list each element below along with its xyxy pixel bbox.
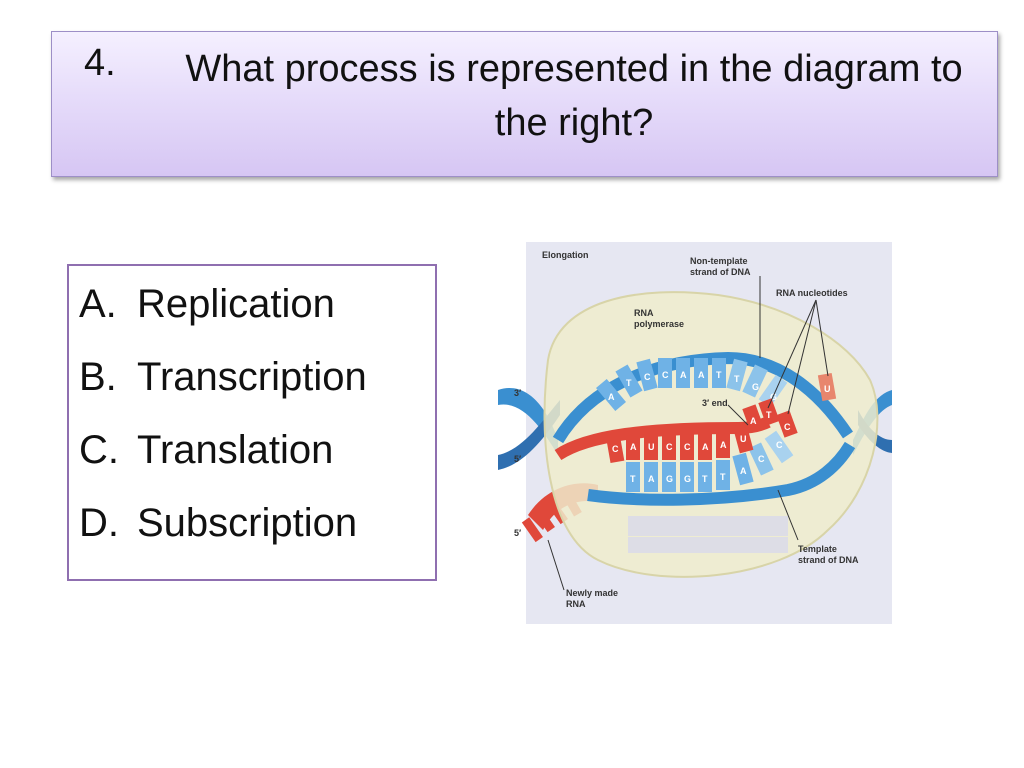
blank-label-area <box>628 516 788 536</box>
label-rna-polymerase-1: RNA <box>634 308 654 318</box>
answer-label: Subscription <box>137 501 358 545</box>
free-rna-nucleotides: A T C U <box>742 372 837 438</box>
label-non-template-1: Non-template <box>690 256 748 266</box>
answer-label: Replication <box>137 282 335 326</box>
svg-text:A: A <box>648 474 655 484</box>
rna-base-letters: C A U C C A A U <box>612 434 747 454</box>
svg-text:T: T <box>720 472 726 482</box>
dna-ribbon-right-bottom <box>858 410 892 453</box>
answer-letter: B. <box>79 355 117 399</box>
label-elongation: Elongation <box>542 250 589 260</box>
svg-text:U: U <box>740 434 747 444</box>
label-newly-made-1: Newly made <box>566 588 618 598</box>
svg-text:A: A <box>698 370 705 380</box>
dna-ribbon-right-top <box>853 390 892 455</box>
svg-text:U: U <box>824 384 831 394</box>
svg-text:C: C <box>612 444 619 454</box>
transcription-diagram: A T C C A A T T G G T A G <box>498 240 892 624</box>
non-template-bases <box>595 358 788 411</box>
leader-lines <box>547 276 829 591</box>
label-3-prime: 3′ <box>514 388 521 398</box>
rna-bases <box>605 422 754 464</box>
answer-choices: A. Replication B. Transcription C. Translat… <box>67 264 437 581</box>
answer-c[interactable]: C. Translation <box>79 428 333 473</box>
blank-label-area-2 <box>628 537 788 553</box>
svg-text:A: A <box>680 370 687 380</box>
answer-label: Transcription <box>137 355 367 399</box>
svg-text:C: C <box>684 442 691 452</box>
svg-text:T: T <box>702 474 708 484</box>
svg-text:T: T <box>716 370 722 380</box>
label-newly-made-2: RNA <box>566 599 586 609</box>
template-strand-backbone <box>587 441 856 506</box>
svg-text:C: C <box>666 442 673 452</box>
label-rna-polymerase-2: polymerase <box>634 319 684 329</box>
non-template-strand-backbone <box>552 351 853 444</box>
svg-text:G: G <box>684 474 691 484</box>
label-5-prime-b: 5′ <box>514 528 521 538</box>
svg-text:C: C <box>776 440 783 450</box>
answer-letter: A. <box>79 282 117 326</box>
answer-label: Translation <box>137 428 334 472</box>
label-template-2: strand of DNA <box>798 555 859 565</box>
answer-d[interactable]: D. Subscription <box>79 501 357 546</box>
svg-text:G: G <box>666 474 673 484</box>
svg-text:A: A <box>750 416 757 426</box>
label-template-1: Template <box>798 544 837 554</box>
question-header: 4. What process is represented in the di… <box>51 31 998 177</box>
answer-b[interactable]: B. Transcription <box>79 355 367 400</box>
question-number: 4. <box>84 42 116 84</box>
svg-text:C: C <box>644 372 651 382</box>
non-template-base-letters: A T C C A A T T G G <box>608 370 777 402</box>
label-rna-nucleotides: RNA nucleotides <box>776 288 848 298</box>
svg-text:T: T <box>626 378 632 388</box>
label-5-prime-a: 5′ <box>514 454 521 464</box>
svg-text:T: T <box>766 410 772 420</box>
svg-text:A: A <box>702 442 709 452</box>
svg-text:G: G <box>752 382 759 392</box>
svg-text:A: A <box>720 440 727 450</box>
label-3-prime-end: 3′ end <box>702 398 728 408</box>
svg-text:U: U <box>648 442 655 452</box>
svg-text:T: T <box>734 374 740 384</box>
answer-letter: C. <box>79 428 119 472</box>
dna-ribbon-left-top <box>498 388 558 455</box>
answer-letter: D. <box>79 501 119 545</box>
dna-ribbon-left-bottom <box>498 400 560 470</box>
svg-text:A: A <box>608 392 615 402</box>
template-base-letters: T A G G T T A C C <box>630 440 783 484</box>
svg-text:T: T <box>630 474 636 484</box>
answer-a[interactable]: A. Replication <box>79 282 335 327</box>
label-non-template-2: strand of DNA <box>690 267 751 277</box>
svg-text:G: G <box>770 392 777 402</box>
question-text: What process is represented in the diagr… <box>185 48 963 144</box>
svg-text:A: A <box>740 466 747 476</box>
svg-text:C: C <box>784 422 791 432</box>
svg-text:C: C <box>758 454 765 464</box>
template-bases <box>626 430 794 492</box>
svg-text:A: A <box>630 442 637 452</box>
svg-text:C: C <box>662 370 669 380</box>
